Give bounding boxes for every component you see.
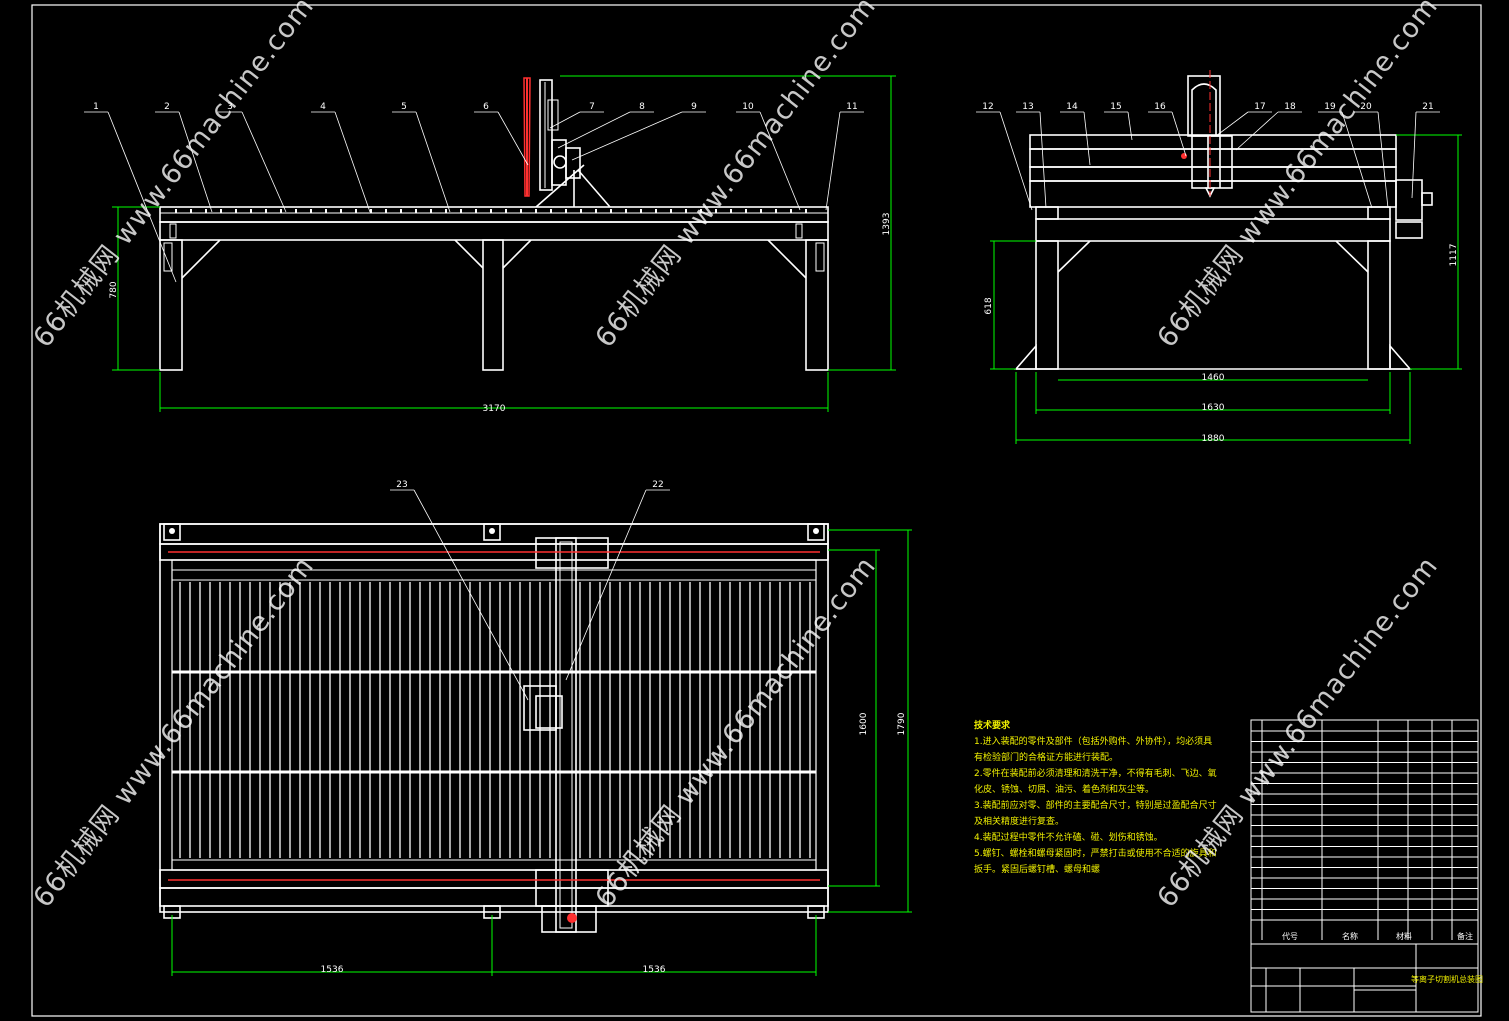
tb-header-code: 代号 [1282, 931, 1298, 941]
dim-side-middle: 1630 [1202, 403, 1225, 413]
leader-line [565, 489, 647, 681]
tech-line: 及相关精度进行复查。 [974, 817, 1065, 827]
tb-header-remark: 备注 [1457, 931, 1473, 941]
tech-line: 5.螺钉、螺栓和螺母紧固时，严禁打击或使用不合适的旋具和 [974, 849, 1217, 859]
dim-front-total-height: 1393 [882, 213, 892, 236]
leader-line [1039, 111, 1047, 209]
part-label: 18 [1284, 102, 1296, 112]
drawing-border [31, 4, 1482, 1017]
leader-line [1215, 111, 1249, 137]
top-torch-marker [567, 913, 577, 923]
part-label: 22 [652, 480, 663, 490]
leader-line [1235, 111, 1279, 151]
leader-line [1341, 111, 1373, 209]
front-leaders: 1 2 3 4 5 6 7 8 9 10 11 [84, 102, 864, 283]
side-torch-marker [1181, 153, 1187, 159]
leader-line [557, 111, 631, 149]
tech-line: 4.装配过程中零件不允许磕、碰、划伤和锈蚀。 [974, 833, 1163, 843]
tech-line: 1.进入装配的零件及部件（包括外购件、外协件），均必须具 [974, 737, 1213, 747]
front-view [159, 79, 829, 371]
top-dimensions [171, 529, 912, 976]
part-label: 12 [982, 102, 993, 112]
technical-requirements: 技术要求 1.进入装配的零件及部件（包括外购件、外协件），均必须具 有检验部门的… [974, 718, 1244, 878]
dim-top-left-span: 1536 [321, 965, 344, 975]
leader-line [241, 111, 287, 213]
leader-line [107, 111, 177, 283]
dim-side-inner: 1460 [1202, 373, 1225, 383]
tb-header-material: 材料 [1396, 931, 1412, 941]
part-label: 5 [401, 102, 407, 112]
front-dimensions [112, 75, 896, 412]
part-label: 4 [320, 102, 326, 112]
part-label: 13 [1022, 102, 1033, 112]
leader-line [1411, 111, 1417, 199]
tech-line: 扳手。紧固后螺钉槽、螺母和螺 [974, 865, 1101, 875]
leader-line [825, 111, 841, 211]
part-label: 9 [691, 102, 697, 112]
part-label: 15 [1110, 102, 1121, 112]
tech-title: 技术要求 [974, 721, 1011, 731]
part-label: 7 [589, 102, 595, 112]
part-label: 23 [396, 480, 407, 490]
leader-line [1377, 111, 1389, 209]
leader-line [334, 111, 371, 213]
leader-line [999, 111, 1033, 211]
dim-side-table-height: 618 [984, 297, 994, 314]
dim-top-right-span: 1536 [643, 965, 666, 975]
part-label: 21 [1422, 102, 1433, 112]
dim-top-inner-height: 1600 [859, 712, 869, 735]
dim-side-outer: 1880 [1202, 434, 1225, 444]
part-label: 6 [483, 102, 489, 112]
tech-line: 有检验部门的合格证方能进行装配。 [974, 753, 1119, 763]
top-leaders: 23 22 [390, 480, 670, 701]
leader-line [178, 111, 213, 213]
leader-line [1083, 111, 1091, 166]
leader-line [1171, 111, 1187, 157]
part-label: 11 [846, 102, 857, 112]
leader-line [549, 111, 581, 129]
part-label: 20 [1360, 102, 1372, 112]
side-leaders: 12 13 14 15 16 17 18 19 20 21 [976, 102, 1440, 211]
dim-side-total-height: 1117 [1449, 244, 1459, 267]
dim-front-height: 780 [109, 281, 119, 298]
title-block [1250, 719, 1479, 1013]
part-label: 19 [1324, 102, 1336, 112]
top-view-slats [179, 582, 811, 858]
part-label: 3 [227, 102, 233, 112]
leader-line [413, 489, 529, 701]
tech-line: 化皮、锈蚀、切屑、油污、着色剂和灰尘等。 [974, 785, 1155, 795]
part-label: 8 [639, 102, 645, 112]
tech-line: 3.装配前应对零、部件的主要配合尺寸，特别是过盈配合尺寸 [974, 801, 1217, 811]
leader-line [415, 111, 451, 213]
part-label: 2 [164, 102, 170, 112]
dim-top-outer-height: 1790 [897, 712, 907, 735]
tb-drawing-name: 等离子切割机总装图 [1411, 974, 1483, 984]
top-red-rails [168, 551, 820, 881]
leader-line [571, 111, 683, 161]
leader-line [759, 111, 801, 211]
side-view [1014, 75, 1433, 370]
tb-header-name: 名称 [1342, 931, 1358, 941]
part-label: 10 [742, 102, 754, 112]
part-label: 14 [1066, 102, 1078, 112]
leader-line [497, 111, 529, 166]
part-label: 1 [93, 102, 99, 112]
part-label: 16 [1154, 102, 1166, 112]
part-label: 17 [1254, 102, 1265, 112]
side-dimensions [990, 134, 1462, 444]
leader-line [1127, 111, 1133, 141]
tech-line: 2.零件在装配前必须清理和清洗干净，不得有毛刺、飞边、氧 [974, 769, 1217, 779]
dim-front-width: 3170 [483, 404, 506, 414]
